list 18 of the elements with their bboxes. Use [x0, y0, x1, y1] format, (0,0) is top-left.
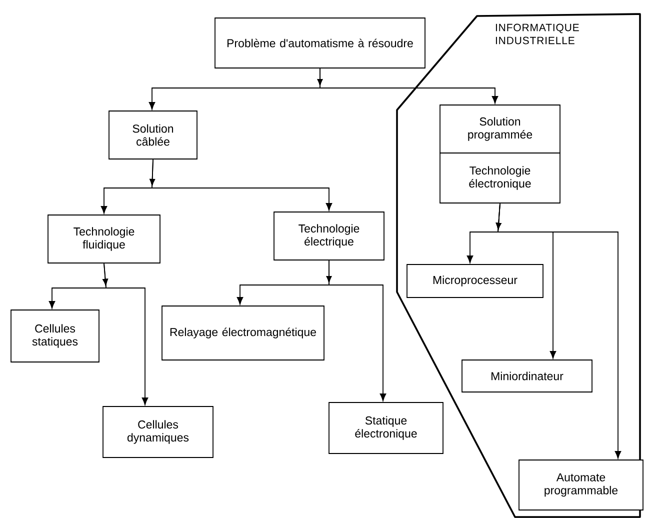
process-box: Automate programmable: [518, 460, 644, 510]
arrow: [317, 68, 498, 104]
arrow: [150, 159, 332, 211]
arrow: [496, 203, 622, 459]
process-box: Technologie électronique: [440, 152, 560, 204]
process-box: Problème d'automatisme à résoudre: [214, 18, 426, 68]
arrow: [326, 260, 386, 402]
process-box: Statique électronique: [328, 402, 444, 454]
process-box: Technologie fluidique: [48, 214, 160, 264]
process-box: Miniordinateur: [462, 360, 592, 392]
process-box: Microprocesseur: [406, 264, 544, 298]
process-box: Cellules dynamiques: [102, 406, 214, 458]
process-box: Solution programmée: [440, 104, 560, 154]
arrow: [102, 263, 148, 406]
process-box: Cellules statiques: [10, 310, 100, 362]
process-box: Technologie électrique: [274, 212, 384, 260]
process-box: Relayage électromagnétique: [162, 306, 324, 360]
process-box: Solution câblée: [108, 110, 198, 160]
